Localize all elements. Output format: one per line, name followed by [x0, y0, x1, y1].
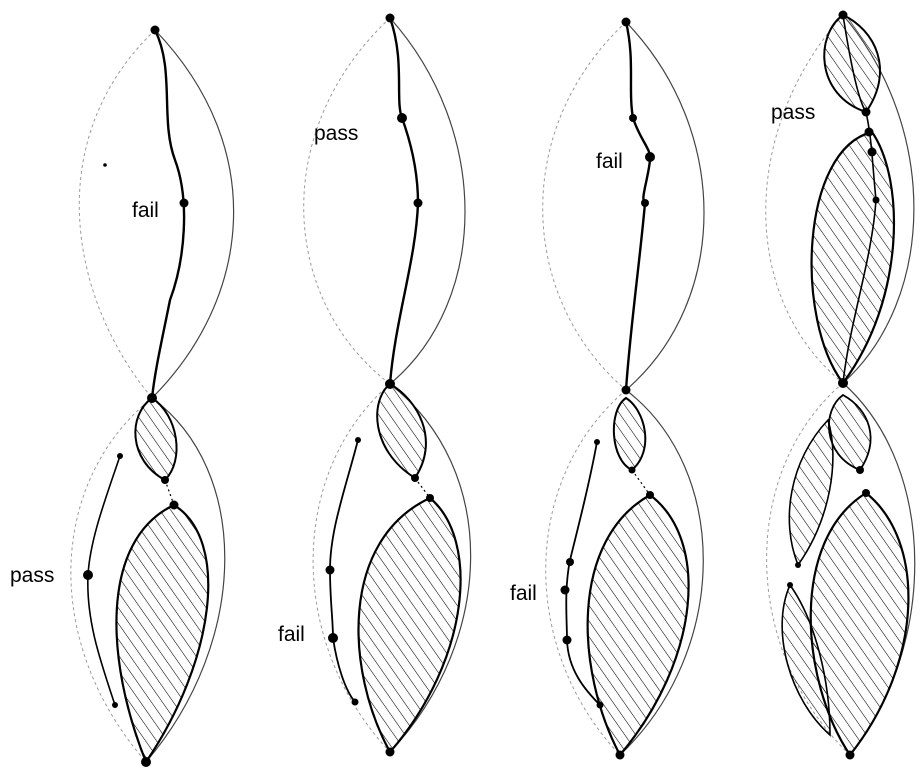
panel-1-node-top	[151, 26, 160, 35]
panel-4-node-left2	[787, 582, 793, 588]
panel-1-node-start	[117, 453, 123, 459]
panel-3-node-fail-3	[563, 636, 572, 645]
panel-2-node-bottom	[386, 748, 395, 757]
panel-1-small-lobe	[135, 398, 176, 480]
panel-4-node-left	[795, 562, 801, 568]
panel-3-node-1	[629, 114, 637, 122]
panel-3-node-start	[594, 439, 600, 445]
panel-4-node-bottom	[846, 751, 855, 760]
panel-3: fail fail	[510, 18, 704, 760]
panel-4-top-large-lobe	[812, 132, 894, 383]
panel-3-link	[632, 470, 650, 495]
panel-2-node-fail-1	[326, 566, 335, 575]
panel-1-node-pass	[83, 570, 93, 580]
panel-3-node-fail-1	[566, 558, 574, 566]
panel-4-node-lobe2	[862, 489, 870, 497]
panel-1-bottom-path	[88, 456, 120, 705]
panel-1-node-lobe	[161, 476, 169, 484]
panel-4-node-2	[865, 128, 874, 137]
panel-1-bottom-label: pass	[10, 564, 54, 587]
panel-1-node-mid	[147, 393, 157, 403]
panel-1-node-end	[112, 702, 118, 708]
panel-2-top-outer-left	[304, 18, 390, 384]
panel-3-node-top	[622, 18, 631, 27]
panel-4: pass	[766, 11, 915, 760]
panel-3-top-outer-right	[626, 22, 704, 390]
panel-3-node-fail	[645, 152, 655, 162]
panel-3-node-end	[597, 702, 604, 709]
panel-4-node-mid	[838, 378, 848, 388]
panel-4-node-lobe	[856, 466, 864, 474]
panel-2-node-top	[386, 14, 395, 23]
panel-4-node-1	[862, 108, 871, 117]
panel-1: fail pass	[10, 26, 234, 768]
panel-4-node-top	[839, 11, 848, 20]
panel-3-node-fail-2	[561, 586, 570, 595]
panel-4-top-label: pass	[771, 101, 815, 124]
panel-4-node-4	[873, 197, 880, 204]
panel-2-top-label: pass	[314, 122, 358, 145]
panel-3-node-2	[641, 199, 649, 207]
panel-2-node-fail-2	[328, 633, 338, 643]
panel-3-node-mid	[622, 386, 631, 395]
panel-3-bottom-label: fail	[510, 582, 537, 605]
panel-3-top-label: fail	[596, 150, 623, 173]
panel-3-node-lobe2	[646, 491, 654, 499]
panel-2-node-pass-2	[414, 199, 423, 208]
panel-3-node-lobe	[629, 467, 636, 474]
panel-2-node-lobe2	[426, 494, 434, 502]
panel-3-small-lobe	[614, 398, 645, 470]
panel-2-node-start	[355, 437, 361, 443]
panel-2-node-lobe	[411, 474, 419, 482]
panel-1-top-label: fail	[132, 199, 159, 222]
panel-2-bottom-label: fail	[278, 623, 305, 646]
panel-2-node-end	[352, 699, 359, 706]
panel-3-node-bottom	[616, 751, 625, 760]
panel-1-node-fail	[180, 199, 189, 208]
panel-1-top-outer-right	[152, 30, 234, 398]
panel-4-node-3	[868, 148, 877, 157]
panel-2: pass fail	[278, 14, 471, 757]
panel-1-large-lobe	[116, 505, 208, 762]
panel-3-top-outer-left	[543, 22, 626, 390]
panel-2-top-outer-right	[390, 18, 465, 384]
panel-2-small-lobe	[377, 384, 426, 478]
panel-1-node-lobe2	[170, 501, 179, 510]
panel-2-top-path	[390, 18, 418, 384]
panel-2-node-mid	[385, 379, 395, 389]
panel-2-large-lobe	[359, 498, 461, 752]
panel-3-large-lobe	[588, 495, 689, 755]
panel-1-stray-dot	[103, 163, 107, 167]
panel-1-node-bottom	[141, 757, 151, 767]
panel-2-node-pass-1	[397, 113, 407, 123]
